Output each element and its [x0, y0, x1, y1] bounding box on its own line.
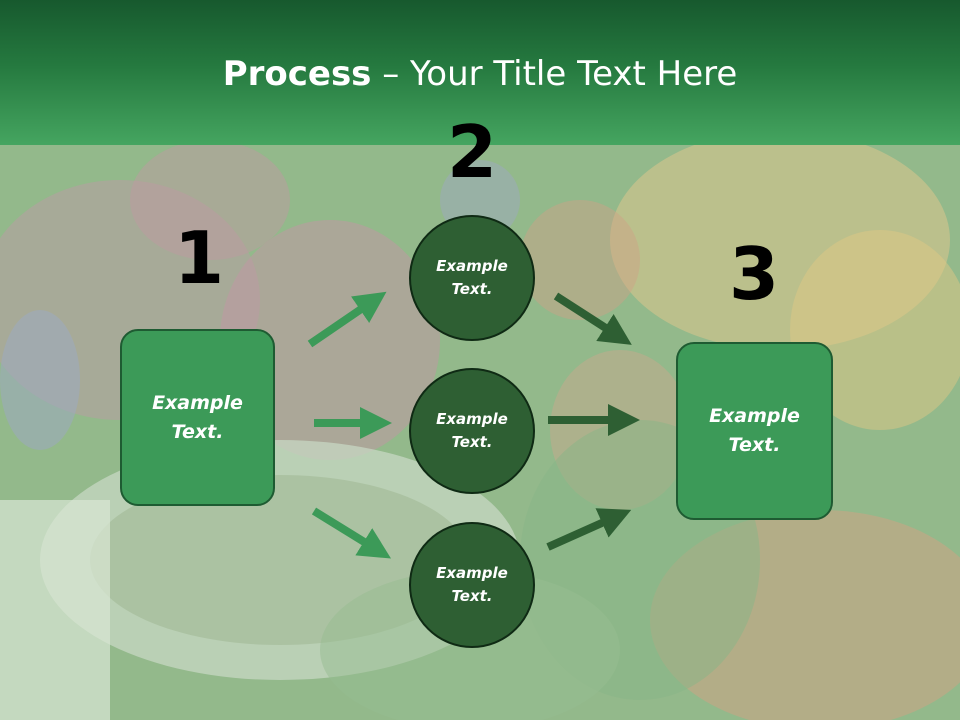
arrow-circle-bottom-to-box3: [546, 508, 632, 551]
title-bold: Process: [222, 54, 372, 94]
process-circle-top: Example Text.: [409, 215, 535, 341]
process-box-right-text: Example Text.: [709, 405, 800, 456]
step-number-2: 2: [446, 110, 498, 194]
process-box-right: Example Text.: [676, 342, 833, 520]
title-rest: – Your Title Text Here: [371, 54, 738, 94]
title-header-band: Process – Your Title Text Here: [0, 0, 960, 145]
process-circle-bottom-text: Example Text.: [436, 564, 508, 605]
process-circle-middle: Example Text.: [409, 368, 535, 494]
arrow-circle-top-to-box3: [553, 292, 632, 345]
process-box-left-text: Example Text.: [152, 391, 243, 443]
process-circle-top-text: Example Text.: [436, 257, 508, 298]
process-box-left: Example Text.: [120, 329, 275, 506]
process-circle-middle-text: Example Text.: [436, 410, 508, 451]
process-circle-bottom: Example Text.: [409, 522, 535, 648]
slide-title: Process – Your Title Text Here: [0, 52, 960, 96]
arrow-box1-to-circle-bottom: [311, 507, 392, 559]
step-number-3: 3: [728, 232, 780, 316]
step-number-1: 1: [173, 216, 225, 300]
arrow-box1-to-circle-top: [307, 291, 387, 348]
